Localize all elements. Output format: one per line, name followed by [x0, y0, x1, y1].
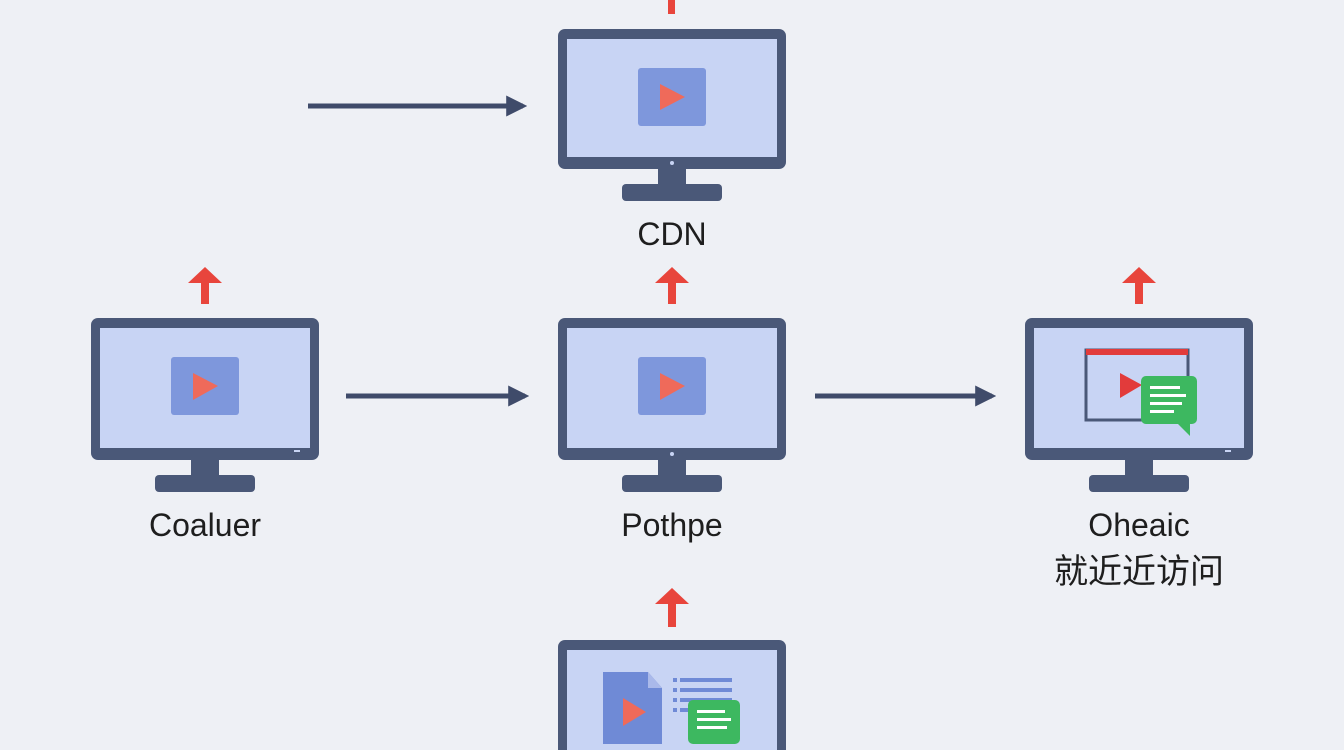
- monitor-right: [1025, 318, 1253, 492]
- up-arrow-icon: [668, 0, 675, 14]
- node-label-center: Pothpe: [621, 507, 723, 543]
- up-arrow-icon: [188, 267, 222, 304]
- monitor-cdn: [558, 29, 786, 201]
- monitor-bottom: [558, 640, 786, 750]
- up-arrow-icon: [655, 267, 689, 304]
- play-icon: [171, 357, 239, 415]
- play-icon: [638, 357, 706, 415]
- monitor-left: [91, 318, 319, 492]
- document-icon: [603, 672, 662, 744]
- monitor-center: [558, 318, 786, 492]
- chat-icon: [688, 700, 740, 744]
- up-arrow-icon: [655, 588, 689, 627]
- chat-icon: [1141, 376, 1197, 436]
- up-arrow-icon: [1122, 267, 1156, 304]
- node-label-left: Coaluer: [148, 507, 262, 543]
- node-label-right: Oheaic: [1088, 507, 1190, 543]
- node-label-cdn: CDN: [637, 216, 707, 252]
- node-sublabel-right: 就近近访问: [1054, 552, 1224, 592]
- play-icon: [638, 68, 706, 126]
